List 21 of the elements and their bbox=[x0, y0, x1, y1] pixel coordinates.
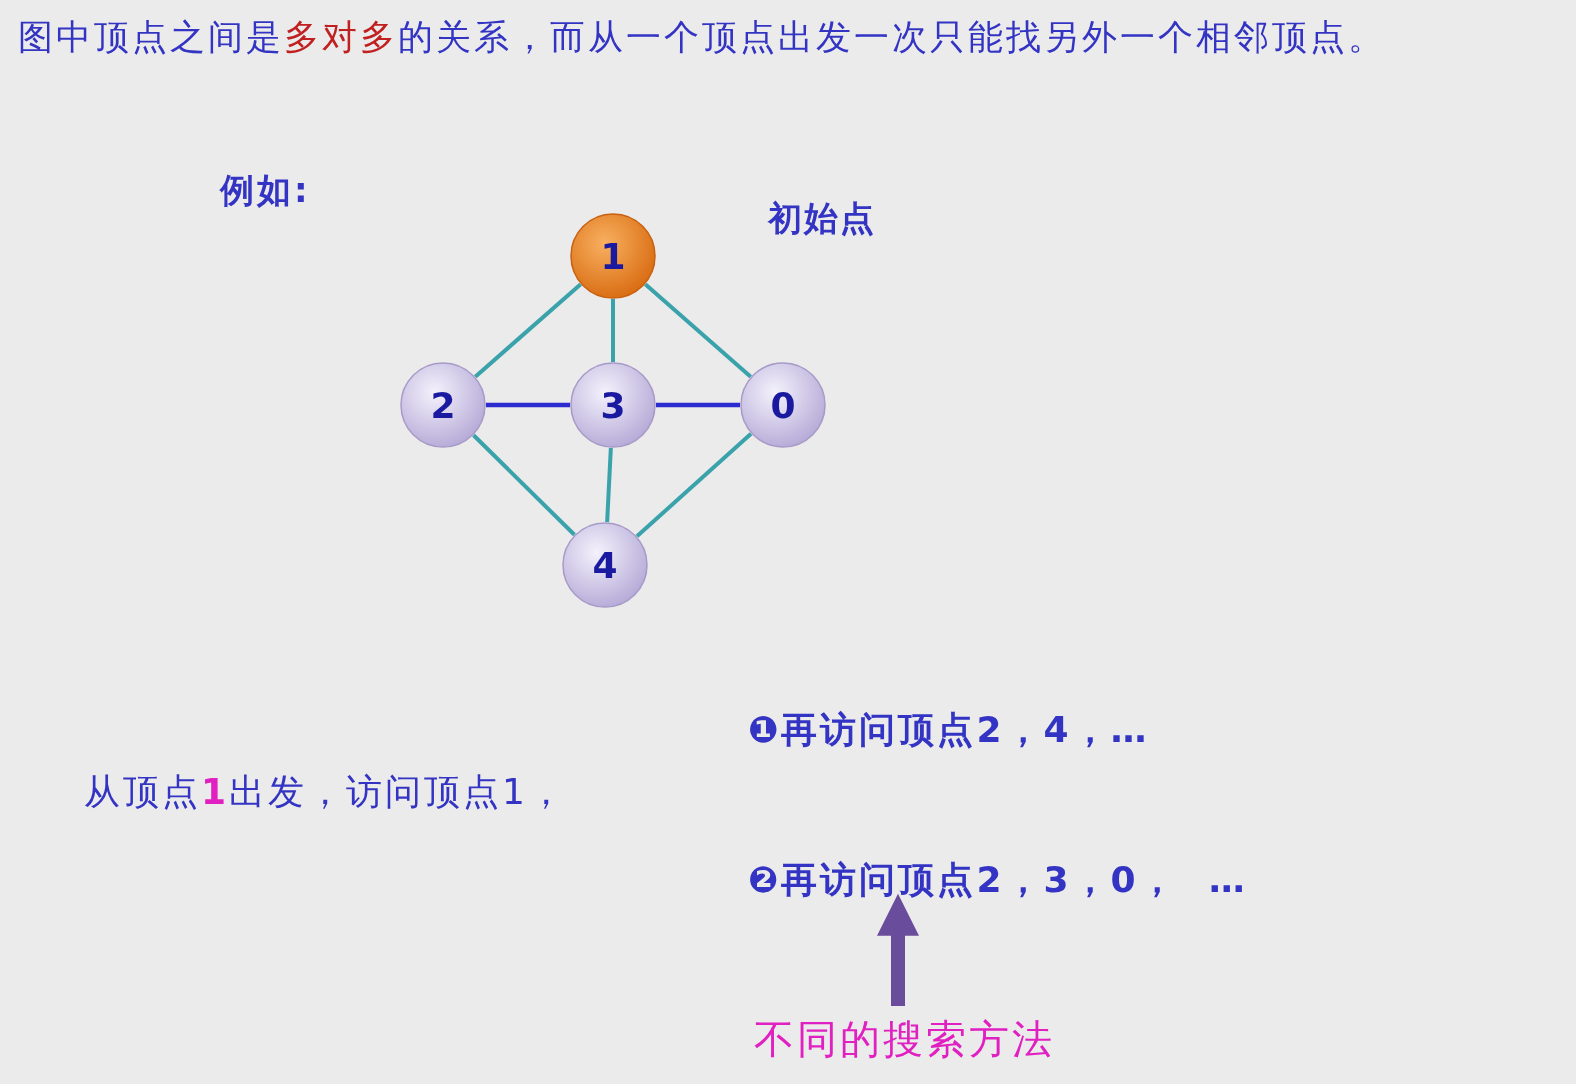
edge-line bbox=[605, 447, 613, 523]
vertex-circle: 1 bbox=[570, 213, 656, 299]
edge-line bbox=[635, 432, 753, 538]
caption-text: 初始点 bbox=[768, 197, 876, 240]
vertex-circle: 2 bbox=[400, 362, 486, 448]
edge-line bbox=[474, 282, 582, 379]
edge-line bbox=[611, 299, 615, 362]
method-text: 不同的搜索方法 bbox=[754, 1012, 1055, 1067]
edge-line bbox=[644, 282, 752, 379]
step-text: ❷再访问顶点2，3，0， … bbox=[748, 856, 1248, 905]
note-text: 例如: bbox=[220, 169, 311, 212]
note-text: ❶再访问顶点2，4，… bbox=[748, 708, 1150, 752]
note-text: 从顶点1出发，访问顶点1， bbox=[84, 770, 567, 814]
vertex-circle: 4 bbox=[562, 522, 648, 608]
vertex-circle: 0 bbox=[740, 362, 826, 448]
edge-line bbox=[472, 433, 576, 537]
edge-line bbox=[486, 402, 570, 408]
arrow bbox=[877, 893, 919, 1006]
vertex-circle: 3 bbox=[570, 362, 656, 448]
heading-text: 图中顶点之间是多对多的关系，而从一个顶点出发一次只能找另外一个相邻顶点。 bbox=[18, 16, 1386, 59]
edge-line bbox=[656, 402, 740, 408]
